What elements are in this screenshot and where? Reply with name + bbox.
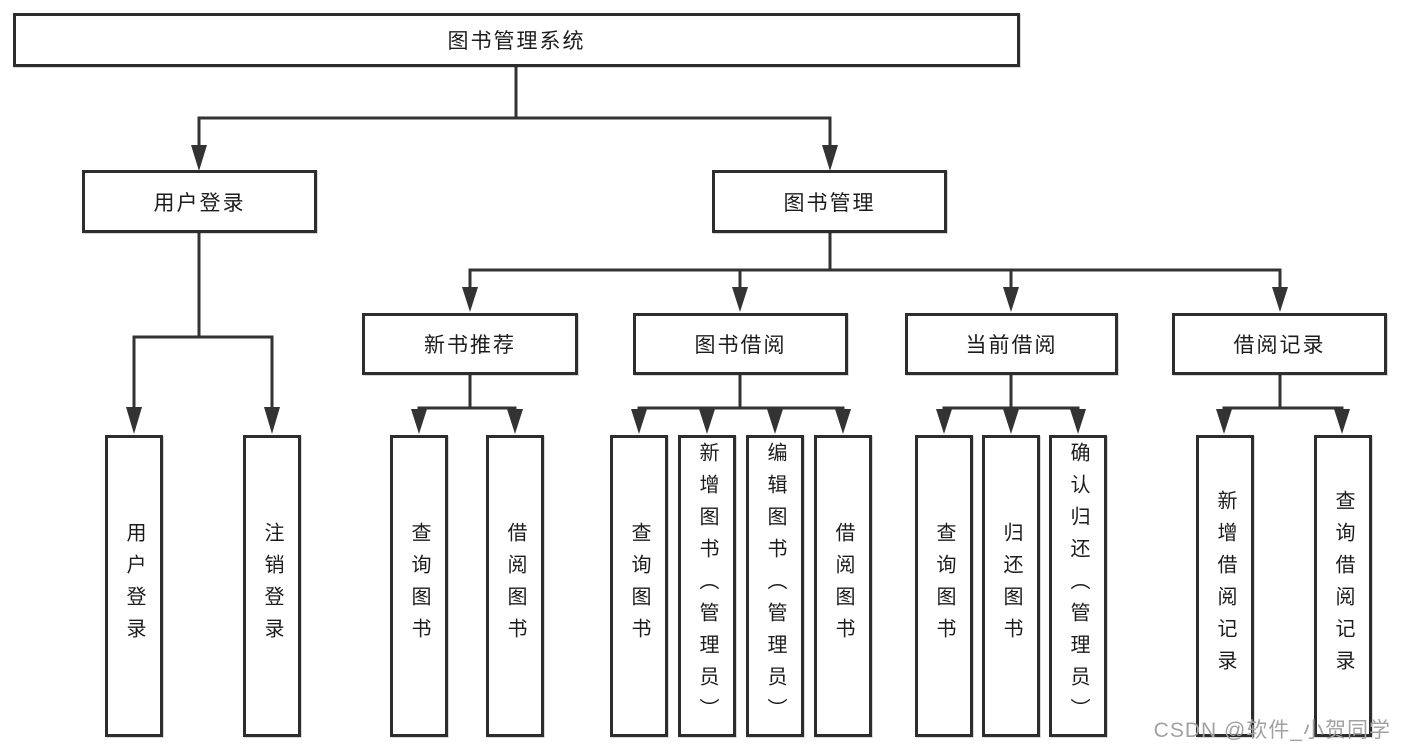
node-book-borrow: 图书借阅 [633,313,848,375]
leaf-current-query-books-label: 查询图书 [933,522,955,650]
leaf-recommend-borrow-books-label: 借阅图书 [504,522,526,650]
node-user-login: 用户登录 [82,170,317,233]
leaf-return-books: 归还图书 [982,435,1040,737]
leaf-query-borrow-record-label: 查询借阅记录 [1332,490,1354,682]
node-book-borrow-label: 图书借阅 [694,334,787,357]
node-book-mgmt-label: 图书管理 [783,191,876,215]
leaf-add-books-admin: 新增图书（管理员） [678,435,736,737]
leaf-logout: 注销登录 [243,435,301,737]
leaf-current-query-books: 查询图书 [915,435,973,737]
node-borrow-record-label: 借阅记录 [1233,334,1326,357]
edge-borrow-record-to-leaves [1222,373,1344,414]
node-current-borrow-label: 当前借阅 [965,334,1058,357]
node-root-label: 图书管理系统 [447,30,586,53]
edge-new-book-rec-to-leaves [417,373,517,414]
csdn-watermark: CSDN @软件_小贺同学 [1153,719,1391,742]
node-new-book-recommend: 新书推荐 [362,313,578,375]
leaf-edit-books-admin-label: 编辑图书（管理员） [764,442,786,730]
edge-book-borrow-to-leaves [637,373,845,414]
leaf-borrow-books: 借阅图书 [814,435,872,737]
node-book-mgmt: 图书管理 [712,170,947,233]
leaf-add-borrow-record: 新增借阅记录 [1196,435,1254,737]
leaf-recommend-query-books: 查询图书 [390,435,448,737]
leaf-recommend-borrow-books: 借阅图书 [486,435,544,737]
node-user-login-label: 用户登录 [153,191,246,215]
leaf-confirm-return-admin-label: 确认归还（管理员） [1067,442,1089,730]
edge-current-borrow-to-leaves [942,373,1080,414]
node-borrow-record: 借阅记录 [1172,313,1387,375]
leaf-edit-books-admin: 编辑图书（管理员） [746,435,804,737]
leaf-add-borrow-record-label: 新增借阅记录 [1214,490,1236,682]
edge-book-mgmt-to-level3 [468,231,1282,292]
node-current-borrow: 当前借阅 [905,313,1118,375]
leaf-borrow-query-books: 查询图书 [610,435,668,737]
leaf-borrow-books-label: 借阅图书 [832,522,854,650]
leaf-user-login-label: 用户登录 [123,522,145,650]
leaf-query-borrow-record: 查询借阅记录 [1314,435,1372,737]
leaf-return-books-label: 归还图书 [1000,522,1022,650]
leaf-logout-label: 注销登录 [261,522,283,650]
node-new-book-recommend-label: 新书推荐 [424,334,516,357]
leaf-borrow-query-books-label: 查询图书 [628,522,650,650]
leaf-add-books-admin-label: 新增图书（管理员） [696,442,718,730]
edge-user-login-to-leaves [132,231,274,412]
node-root: 图书管理系统 [13,13,1020,67]
leaf-user-login: 用户登录 [105,435,163,737]
leaf-confirm-return-admin: 确认归还（管理员） [1049,435,1107,737]
leaf-recommend-query-books-label: 查询图书 [408,522,430,650]
edge-root-to-level2 [197,65,832,150]
